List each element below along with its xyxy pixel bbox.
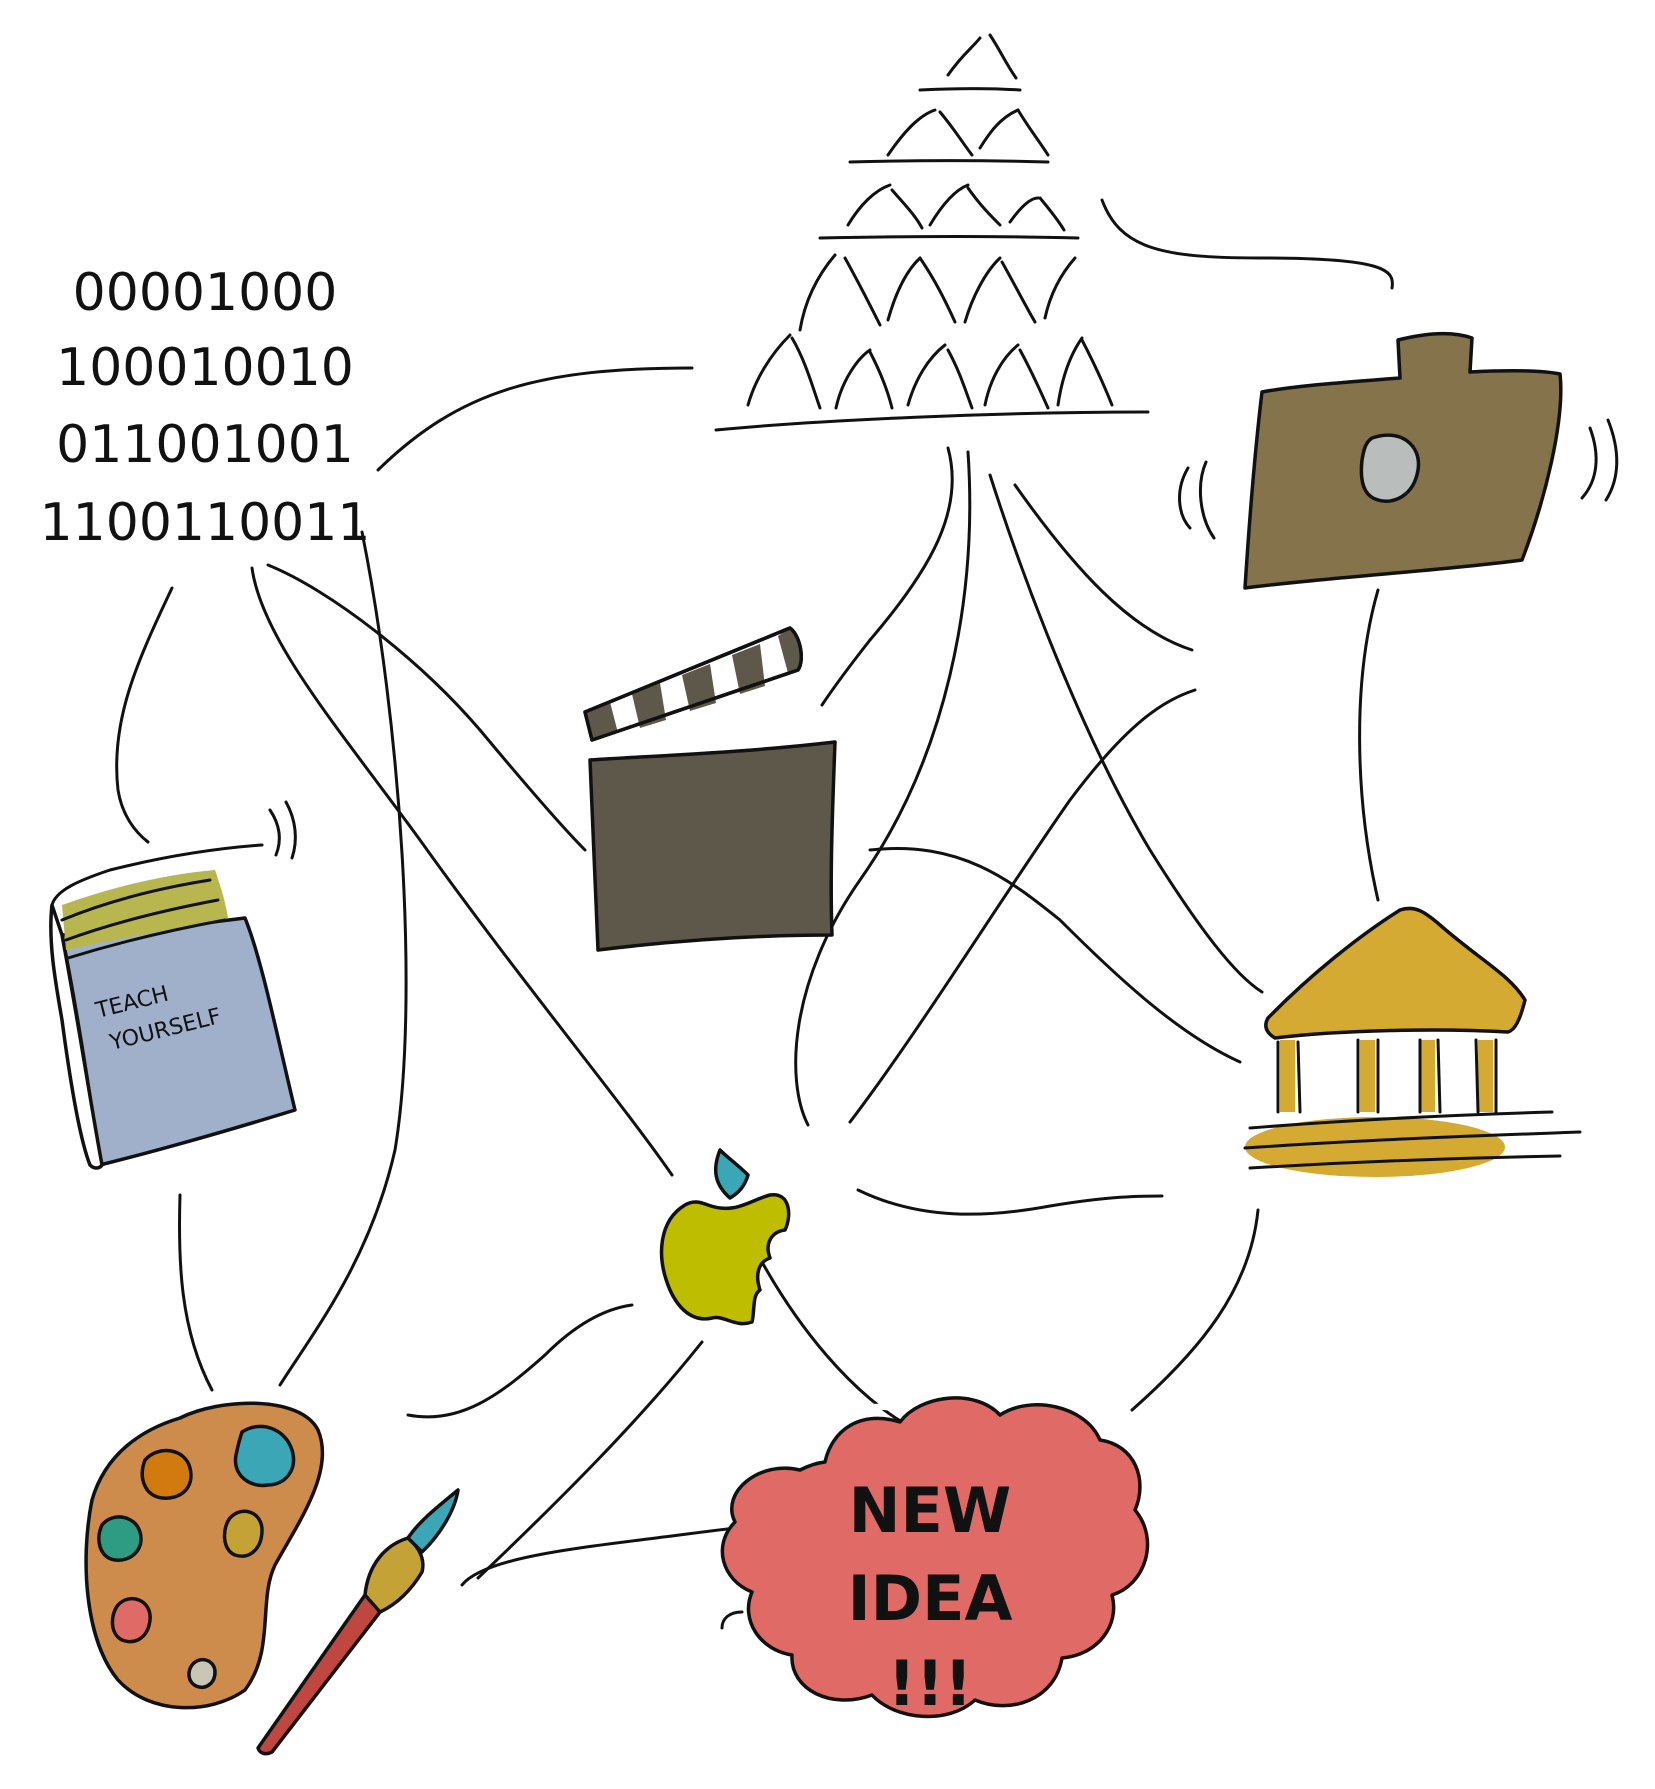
camera-icon xyxy=(1178,331,1619,590)
brush-handle xyxy=(256,1593,382,1756)
line-camera-museum xyxy=(1358,588,1380,902)
palette-dab-gray xyxy=(187,1657,217,1689)
line-museum-idea xyxy=(1130,1208,1260,1412)
paintbrush-icon xyxy=(256,1488,460,1756)
museum-icon xyxy=(1243,906,1582,1177)
line-pyramid-clapper xyxy=(820,446,954,707)
line-clapper-museum xyxy=(868,847,1242,1064)
connector-lines xyxy=(115,198,1394,1587)
palette-dab-red xyxy=(110,1597,152,1644)
line-book-palette xyxy=(177,1193,214,1392)
idea-line-2: IDEA xyxy=(848,1562,1013,1635)
palette-dab-teal xyxy=(233,1424,296,1488)
line-binary-pyramid xyxy=(376,366,694,472)
camera-lens xyxy=(1359,433,1421,503)
clapper-board xyxy=(588,740,837,952)
line-palette-apple xyxy=(406,1303,634,1419)
palette-dab-yellow xyxy=(222,1509,264,1558)
palette-dab-green xyxy=(97,1515,143,1562)
clapperboard-icon xyxy=(583,626,837,952)
binary-line-3: 011001001 xyxy=(56,415,354,475)
idea-line-1: NEW xyxy=(849,1474,1012,1547)
line-apple-idea xyxy=(760,1260,904,1424)
line-apple-museum xyxy=(856,1188,1164,1216)
line-binary-book xyxy=(115,586,174,844)
binary-line-4: 1100110011 xyxy=(40,493,371,553)
binary-line-2: 100010010 xyxy=(56,338,354,398)
idea-cloud-icon: NEW IDEA !!! xyxy=(720,1382,1150,1720)
bitten-apple-icon xyxy=(659,1148,791,1326)
book-spine xyxy=(62,870,228,950)
book-page-edge xyxy=(49,903,104,1170)
line-binary-clapper xyxy=(266,563,587,852)
apple-leaf xyxy=(713,1148,750,1200)
line-pyramid-museum xyxy=(988,473,1264,994)
museum-base-fill xyxy=(1245,1117,1505,1177)
binary-line-1: 00001000 xyxy=(73,263,338,323)
line-pyramid-camera-top xyxy=(1100,198,1394,290)
line-pyramid-apple xyxy=(794,450,972,1127)
line-apple-camera xyxy=(848,688,1197,1124)
idea-line-3: !!! xyxy=(888,1647,973,1720)
book-icon: TEACH YOURSELF xyxy=(49,800,297,1170)
apple-body xyxy=(659,1193,791,1326)
museum-roof xyxy=(1264,906,1527,1040)
binary-code-block: 00001000 100010010 011001001 1100110011 xyxy=(40,263,371,553)
palette-dab-orange xyxy=(140,1448,193,1500)
line-binary-palette xyxy=(278,530,408,1387)
brush-tip xyxy=(406,1488,460,1554)
line-binary-apple xyxy=(250,566,674,1177)
line-pyramid-camera xyxy=(1013,483,1194,652)
brush-ferrule xyxy=(363,1536,425,1614)
idea-cloud xyxy=(720,1396,1150,1719)
paint-palette-icon xyxy=(84,1401,325,1710)
dna-pyramid-icon xyxy=(714,33,1150,432)
line-brush-apple xyxy=(476,1340,704,1580)
